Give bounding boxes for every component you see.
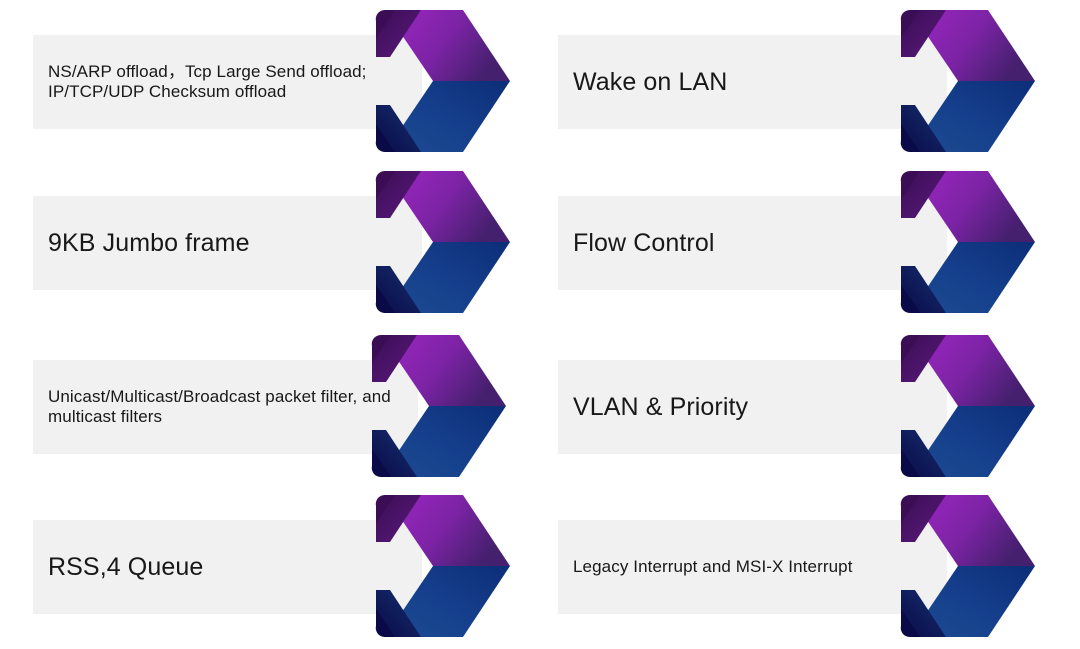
chevron-arrow-icon: [371, 168, 511, 316]
chevron-arrow-icon: [371, 492, 511, 640]
feature-label: 9KB Jumbo frame: [48, 229, 250, 257]
chevron-arrow-icon: [896, 168, 1036, 316]
feature-label: Legacy Interrupt and MSI-X Interrupt: [573, 556, 853, 576]
chevron-arrow-icon: [896, 492, 1036, 640]
feature-plate: Flow Control: [558, 196, 947, 290]
feature-item-packet-filters[interactable]: Unicast/Multicast/Broadcast packet filte…: [33, 332, 513, 482]
feature-plate: Unicast/Multicast/Broadcast packet filte…: [33, 360, 418, 454]
feature-plate: VLAN & Priority: [558, 360, 947, 454]
feature-item-vlan-priority[interactable]: VLAN & Priority: [558, 332, 1038, 482]
feature-item-wake-on-lan[interactable]: Wake on LAN: [558, 7, 1038, 157]
feature-plate: RSS,4 Queue: [33, 520, 422, 614]
chevron-arrow-icon: [896, 7, 1036, 155]
feature-plate: NS/ARP offload，Tcp Large Send offload; I…: [33, 35, 422, 129]
feature-item-offload-features[interactable]: NS/ARP offload，Tcp Large Send offload; I…: [33, 7, 513, 157]
feature-plate: 9KB Jumbo frame: [33, 196, 422, 290]
feature-label: Wake on LAN: [573, 68, 728, 96]
feature-label: NS/ARP offload，Tcp Large Send offload; I…: [48, 61, 367, 101]
feature-label: Flow Control: [573, 229, 715, 257]
feature-item-flow-control[interactable]: Flow Control: [558, 168, 1038, 318]
feature-item-jumbo-frame[interactable]: 9KB Jumbo frame: [33, 168, 513, 318]
feature-item-interrupts[interactable]: Legacy Interrupt and MSI-X Interrupt: [558, 492, 1038, 642]
feature-label: RSS,4 Queue: [48, 553, 204, 581]
feature-plate: Legacy Interrupt and MSI-X Interrupt: [558, 520, 947, 614]
feature-label: VLAN & Priority: [573, 393, 749, 421]
chevron-arrow-icon: [371, 7, 511, 155]
chevron-arrow-icon: [896, 332, 1036, 480]
feature-label: Unicast/Multicast/Broadcast packet filte…: [48, 386, 391, 426]
feature-item-rss-queue[interactable]: RSS,4 Queue: [33, 492, 513, 642]
chevron-arrow-icon: [367, 332, 507, 480]
feature-plate: Wake on LAN: [558, 35, 947, 129]
